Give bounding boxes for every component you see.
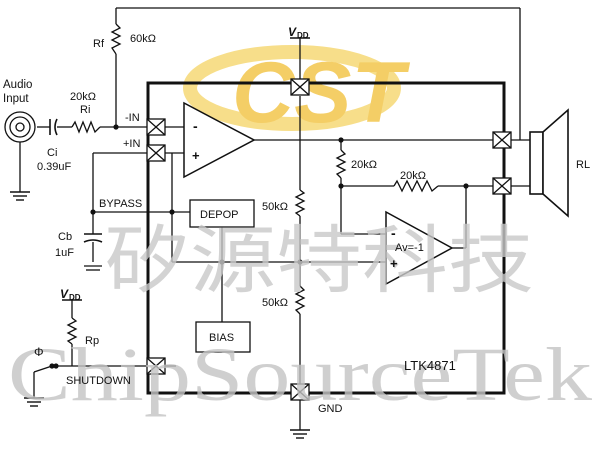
- chip-package-outline: [146, 81, 506, 395]
- supply-bars: [62, 37, 310, 301]
- bypass-label: BYPASS: [99, 198, 142, 210]
- labels: Audio Input Rf 60kΩ 20kΩ Ri Ci 0.39uF -I…: [3, 25, 590, 415]
- plus-in-label: +IN: [123, 138, 140, 150]
- watermark-logo-text: CST: [232, 45, 410, 141]
- amp1-minus-sign: -: [193, 118, 198, 134]
- shutdown-switch: [49, 363, 59, 369]
- audio-input-label-2: Input: [3, 93, 29, 105]
- pins: [146, 78, 512, 401]
- resistors: [66, 23, 439, 345]
- rl-label: RL: [576, 159, 590, 171]
- ci-value: 0.39uF: [37, 161, 72, 173]
- amplifier-1: [183, 101, 256, 179]
- ri-label: Ri: [80, 104, 90, 116]
- watermark-logo-ring: [183, 45, 401, 131]
- watermark-chinese: 矽源特科技: [104, 218, 534, 304]
- ci-label: Ci: [47, 147, 57, 159]
- rp-label: Rp: [85, 335, 99, 347]
- ground-icon: [290, 429, 310, 439]
- cb-value: 1uF: [55, 247, 74, 259]
- rp-resistor: [66, 317, 78, 345]
- ci-capacitor: [49, 118, 58, 136]
- amp2-gain-label: Av=-1: [395, 242, 424, 254]
- pin-shutdown: [146, 357, 166, 375]
- divider-resistor-bottom: [294, 285, 306, 315]
- feedback-resistor-1: [335, 149, 347, 179]
- audio-input-jack: [4, 111, 36, 143]
- pin-out-plus: [492, 131, 512, 149]
- pin-vdd: [290, 78, 310, 96]
- pin-plus-in: [146, 144, 166, 162]
- amp2-minus-sign: -: [391, 225, 396, 241]
- divider-top-value: 50kΩ: [262, 201, 288, 213]
- amp2-plus-sign: +: [390, 256, 398, 271]
- amplifier-2: [385, 210, 454, 286]
- watermark-logo: CST: [183, 45, 410, 141]
- watermark-english: ChipSourceTek: [8, 333, 592, 417]
- cb-capacitor: [83, 233, 103, 243]
- speaker-icon: [529, 108, 569, 218]
- ground-icon: [10, 191, 30, 201]
- ri-resistor: [71, 120, 101, 134]
- rf-label: Rf: [93, 38, 105, 50]
- capacitors: [49, 118, 103, 243]
- divider-bottom-value: 50kΩ: [262, 297, 288, 309]
- rf-value: 60kΩ: [130, 33, 156, 45]
- function-blocks: [189, 199, 255, 353]
- amp1-plus-sign: +: [192, 148, 200, 163]
- vdd-top-label-sub: DD: [297, 31, 309, 40]
- audio-input-label-1: Audio: [3, 79, 32, 91]
- bias-block: [195, 321, 251, 353]
- feedback-2-value: 20kΩ: [400, 170, 426, 182]
- pin-gnd: [290, 383, 310, 401]
- bias-label: BIAS: [209, 332, 234, 344]
- amplifiers: [183, 101, 454, 286]
- pin-minus-in: [146, 118, 166, 136]
- rf-resistor: [110, 23, 122, 55]
- cb-label: Cb: [58, 231, 72, 243]
- wires: [19, 7, 530, 430]
- feedback-resistor-2: [393, 179, 439, 193]
- gnd-label: GND: [318, 403, 343, 415]
- minus-in-label: -IN: [125, 112, 140, 124]
- ri-value: 20kΩ: [70, 91, 96, 103]
- vdd-left-label-v: V: [60, 287, 69, 301]
- depop-label: DEPOP: [200, 209, 239, 221]
- vdd-left-label-sub: DD: [69, 293, 81, 302]
- shutdown-label: SHUTDOWN: [66, 375, 131, 387]
- watermark-text: 矽源特科技 ChipSourceTek: [8, 218, 592, 417]
- pin-out-minus: [492, 177, 512, 195]
- depop-block: [189, 199, 255, 228]
- ground-icon: [24, 397, 44, 407]
- junction-dots: [90, 124, 469, 265]
- ground-symbols: [10, 191, 310, 439]
- vdd-top-label-v: V: [288, 25, 297, 39]
- divider-resistor-top: [294, 189, 306, 217]
- chip-part-number: LTK4871: [404, 358, 456, 373]
- feedback-1-value: 20kΩ: [351, 159, 377, 171]
- phi-label: Φ: [34, 345, 44, 359]
